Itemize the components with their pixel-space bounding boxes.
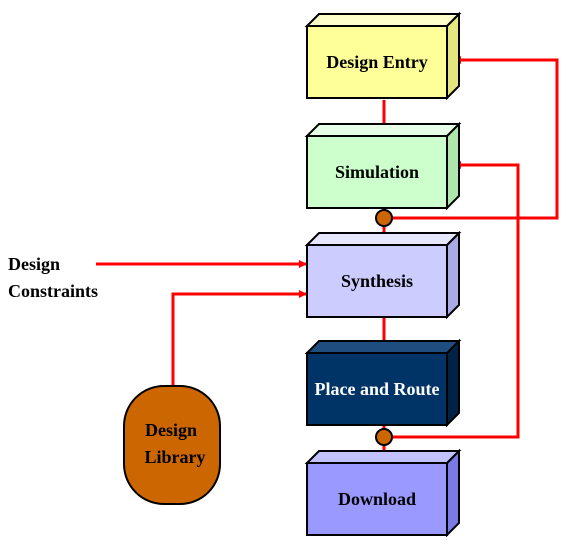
block-synthesis: Synthesis — [304, 230, 462, 320]
block-design-entry-top — [304, 13, 462, 27]
junction-dot-place-route — [375, 428, 393, 446]
block-design-entry: Design Entry — [304, 11, 462, 101]
block-download: Download — [304, 448, 462, 538]
block-download-top — [304, 450, 462, 464]
block-place-and-route-top — [304, 340, 462, 354]
junction-dot-simulation — [375, 209, 393, 227]
block-place-and-route-side — [446, 338, 460, 428]
block-simulation-side — [446, 121, 460, 211]
block-design-entry-label: Design Entry — [326, 52, 428, 72]
design-constraints-label-line1: Design — [8, 254, 60, 274]
block-synthesis-front — [306, 244, 448, 318]
library-arrow — [171, 290, 307, 386]
design-library-shape — [123, 385, 221, 505]
block-simulation: Simulation — [304, 121, 462, 211]
block-simulation-label: Simulation — [335, 162, 419, 182]
block-synthesis-top — [304, 232, 462, 246]
block-design-entry-front — [306, 25, 448, 99]
design-library-label-line1: Design — [145, 420, 197, 440]
block-place-and-route: Place and Route — [304, 338, 462, 428]
feedback-to-simulation — [384, 161, 520, 439]
block-place-and-route-label: Place and Route — [315, 379, 440, 399]
block-place-and-route-front — [306, 352, 448, 426]
block-simulation-top — [304, 123, 462, 137]
block-design-entry-side — [446, 11, 460, 101]
block-synthesis-label: Synthesis — [341, 271, 413, 291]
block-download-side — [446, 448, 460, 538]
block-simulation-front — [306, 135, 448, 209]
block-download-front — [306, 462, 448, 536]
design-library-label-line2: Library — [145, 447, 206, 467]
design-constraints-label-line2: Constraints — [8, 281, 98, 301]
block-synthesis-side — [446, 230, 460, 320]
feedback-to-design-entry — [384, 56, 559, 220]
block-download-label: Download — [338, 489, 416, 509]
